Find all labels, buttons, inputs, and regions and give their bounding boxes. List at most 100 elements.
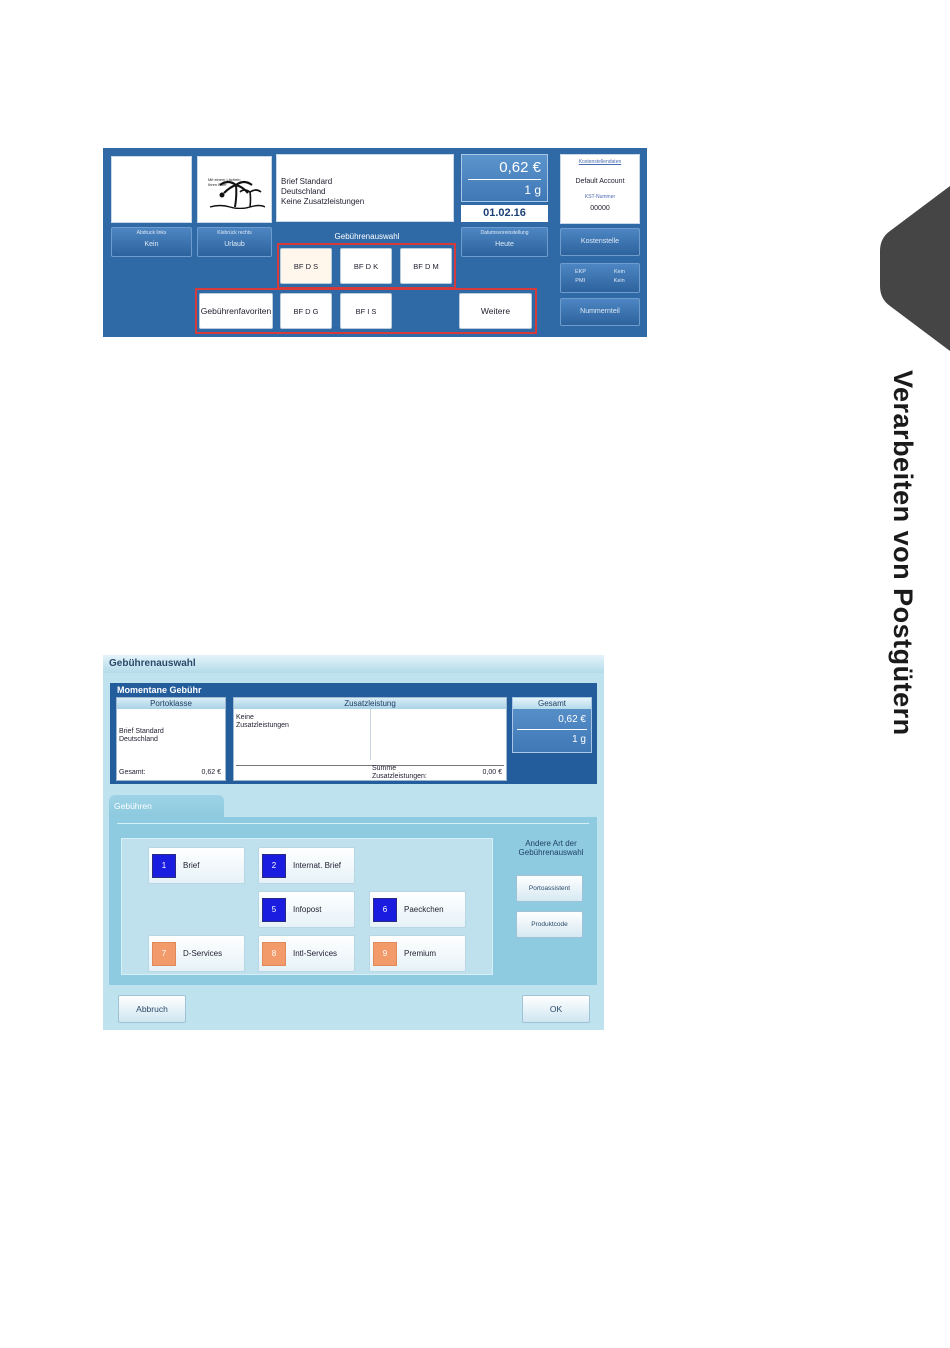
portoassistent-button[interactable]: Portoassistent	[516, 875, 583, 902]
chapter-title: Verarbeiten von Postgütern	[888, 370, 918, 736]
ekp-pmi-button[interactable]: EKP Kein PMI Kein	[560, 263, 640, 293]
account-nr-label: KST-Nummer	[584, 194, 616, 200]
rate-button-bf-d-k[interactable]: BF D K	[340, 248, 392, 284]
zusatz-line: Keine	[236, 714, 254, 721]
produktcode-button[interactable]: Produktcode	[516, 911, 583, 938]
left-imprint-button[interactable]: Abdruck links Kein	[111, 227, 192, 257]
total-header: Gesamt	[513, 698, 591, 709]
product-number: 8	[262, 941, 286, 966]
product-button-intl-services[interactable]: 8 Intl-Services	[258, 935, 355, 972]
product-label: Premium	[404, 949, 437, 958]
nummernteil-button[interactable]: Nummernteil	[560, 298, 640, 326]
product-button-paeckchen[interactable]: 6 Paeckchen	[369, 891, 466, 928]
ok-button[interactable]: OK	[522, 995, 590, 1023]
product-number: 9	[373, 941, 397, 966]
cancel-button[interactable]: Abbruch	[118, 995, 186, 1023]
summe-value: 0,00 €	[482, 769, 502, 776]
portoklasse-header: Portoklasse	[117, 698, 225, 709]
portoklasse-value: Brief Standard Deutschland	[119, 728, 164, 744]
info-line: Brief Standard	[281, 177, 333, 186]
summe-line: Summe	[372, 765, 397, 772]
rate-button-bf-d-s[interactable]: BF D S	[280, 248, 332, 284]
gebuehrenauswahl-label: Gebührenauswahl	[334, 232, 400, 241]
stamp-line1: Mit einem Lächeln	[208, 177, 241, 182]
ekp-value: Kein	[613, 269, 625, 275]
ekp-label: EKP	[574, 269, 586, 275]
other-line: Andere Art der	[525, 839, 577, 848]
main-screen: Mit einem Lächeln Ihren Brief Brief Stan…	[103, 148, 647, 337]
total-panel: Gesamt 0,62 € 1 g	[512, 697, 592, 753]
column-divider	[370, 709, 371, 760]
product-button-premium[interactable]: 9 Premium	[369, 935, 466, 972]
product-button-brief[interactable]: 1 Brief	[148, 847, 245, 884]
date-display: 01.02.16	[461, 205, 548, 222]
summe-line: Zusatzleistungen:	[372, 773, 427, 780]
product-label: Infopost	[293, 905, 322, 914]
stamp-preview: Mit einem Lächeln Ihren Brief	[197, 156, 272, 223]
button-label: Heute	[495, 241, 514, 248]
account-name: Default Account	[575, 178, 625, 185]
kostenstelle-button[interactable]: Kostenstelle	[560, 228, 640, 256]
product-number: 1	[152, 853, 176, 878]
rate-button-bf-i-s[interactable]: BF I S	[340, 293, 392, 329]
stamp-line2: Ihren Brief	[208, 182, 227, 187]
product-button-infopost[interactable]: 5 Infopost	[258, 891, 355, 928]
left-imprint-preview	[111, 156, 192, 223]
more-button[interactable]: Weitere	[459, 293, 532, 329]
product-label: D-Services	[183, 949, 223, 958]
button-caption: Klebrück rechts	[217, 230, 252, 236]
account-panel[interactable]: Kostenstellendaten Default Account KST-N…	[560, 154, 640, 224]
product-button-internat-brief[interactable]: 2 Internat. Brief	[258, 847, 355, 884]
portoklasse-line: Deutschland	[119, 736, 158, 743]
pmi-label: PMI	[575, 278, 586, 284]
total-amount: 0,62 €	[558, 714, 586, 725]
button-caption: Abdruck links	[136, 230, 167, 236]
divider	[468, 179, 541, 180]
product-label: Paeckchen	[404, 905, 444, 914]
portoklasse-box: Portoklasse Brief Standard Deutschland G…	[116, 697, 226, 781]
separator	[117, 823, 589, 824]
dialog-title: Gebührenauswahl	[103, 655, 604, 673]
rate-button-bf-d-m[interactable]: BF D M	[400, 248, 452, 284]
date-preset-button[interactable]: Datumsvoreinstellung Heute	[461, 227, 548, 257]
product-number: 5	[262, 897, 286, 922]
product-label: Internat. Brief	[293, 861, 342, 870]
button-label: Urlaub	[224, 241, 245, 248]
button-caption: Datumsvoreinstellung	[480, 230, 529, 236]
right-imprint-button[interactable]: Klebrück rechts Urlaub	[197, 227, 272, 257]
product-label: Brief	[183, 861, 200, 870]
tab-gebuehren[interactable]: Gebühren	[109, 795, 224, 817]
pmi-row: PMI Kein	[561, 278, 639, 284]
postage-amount: 0,62 €	[499, 159, 541, 176]
rate-highlight-bottom	[195, 288, 537, 334]
account-nr: 00000	[590, 205, 610, 212]
chapter-tab-shape	[880, 186, 950, 351]
account-title: Kostenstellendaten	[578, 159, 622, 165]
gesamt-value: 0,62 €	[201, 769, 221, 776]
product-number: 6	[373, 897, 397, 922]
gebuehren-tab-panel: 1 Brief 2 Internat. Brief 5 Infopost 6 P…	[109, 817, 597, 985]
weight-value: 1 g	[524, 183, 541, 197]
button-label: Kein	[144, 241, 159, 248]
total-weight: 1 g	[572, 734, 586, 745]
current-rate-panel: Momentane Gebühr Portoklasse Brief Stand…	[110, 683, 597, 784]
zusatzleistung-box: Zusatzleistung Keine Zusatzleistungen Su…	[233, 697, 507, 781]
product-button-d-services[interactable]: 7 D-Services	[148, 935, 245, 972]
rate-button-bf-d-g[interactable]: BF D G	[280, 293, 332, 329]
zusatzleistung-value: Keine Zusatzleistungen	[236, 714, 289, 730]
other-line: Gebührenauswahl	[518, 848, 584, 857]
pmi-value: Kein	[613, 278, 625, 284]
summe-label: Summe Zusatzleistungen:	[372, 765, 427, 781]
zusatz-line: Zusatzleistungen	[236, 722, 289, 729]
ekp-row: EKP Kein	[561, 269, 639, 275]
zusatzleistung-header: Zusatzleistung	[234, 698, 506, 709]
favorites-button[interactable]: Gebührenfavoriten	[199, 293, 273, 329]
postage-value-display: 0,62 € 1 g	[461, 154, 548, 202]
sum-divider	[236, 765, 504, 766]
product-number: 2	[262, 853, 286, 878]
info-line: Deutschland	[281, 187, 326, 196]
palm-tree-icon	[210, 180, 265, 209]
product-grid: 1 Brief 2 Internat. Brief 5 Infopost 6 P…	[121, 838, 493, 975]
divider	[517, 729, 587, 730]
rate-info-panel: Brief Standard Deutschland Keine Zusatzl…	[276, 154, 454, 222]
